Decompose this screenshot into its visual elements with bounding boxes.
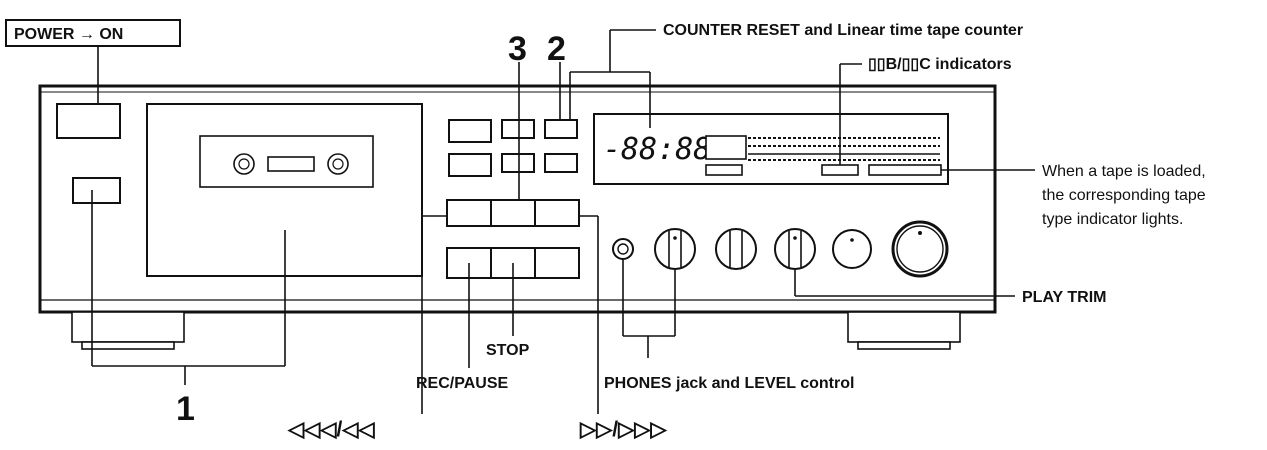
step-2-label: 2 <box>547 30 566 68</box>
balance-knob[interactable] <box>832 229 872 269</box>
power-on-label: POWER → ON <box>14 26 123 43</box>
function-button-6[interactable] <box>544 153 578 173</box>
cassette-compartment[interactable] <box>146 103 423 277</box>
transport-button-6[interactable] <box>534 247 580 279</box>
fast-forward-button[interactable] <box>534 199 580 227</box>
phones-level-knob[interactable] <box>654 228 696 270</box>
tape-note-line-2: the corresponding tape <box>1042 187 1206 204</box>
transport-buttons <box>446 199 580 279</box>
phones-level-label: PHONES jack and LEVEL control <box>604 375 854 392</box>
counter-reset-label: COUNTER RESET and Linear time tape count… <box>663 22 1023 39</box>
function-button-grid <box>448 119 578 177</box>
phones-jack[interactable] <box>612 238 634 260</box>
play-trim-knob[interactable] <box>774 228 816 270</box>
power-button[interactable] <box>56 103 121 139</box>
stop-label: STOP <box>486 342 530 359</box>
rewind-button[interactable] <box>446 199 492 227</box>
play-button[interactable] <box>490 199 536 227</box>
step-3-label: 3 <box>508 30 527 68</box>
eject-button[interactable] <box>72 177 121 204</box>
play-trim-label: PLAY TRIM <box>1022 289 1106 306</box>
rec-pause-label: REC/PAUSE <box>416 375 508 392</box>
display-panel: -88:88 <box>593 113 949 185</box>
counter-readout: -88:88 <box>603 132 711 167</box>
leader-lines <box>91 29 1035 414</box>
input-level-knob[interactable] <box>891 220 949 278</box>
counter-reset-button[interactable] <box>544 119 578 139</box>
rec-level-knob-left[interactable] <box>715 228 757 270</box>
step-1-label: 1 <box>176 390 195 428</box>
power-on-label-box <box>5 19 181 47</box>
tape-note: When a tape is loaded, the corresponding… <box>1042 163 1206 228</box>
tape-type-indicator-c <box>868 164 942 176</box>
function-button-4[interactable] <box>448 153 492 177</box>
tape-note-line-3: type indicator lights. <box>1042 211 1183 228</box>
left-foot <box>71 311 185 350</box>
tape-type-indicators-label: ▯▯B/▯▯C indicators <box>868 56 1012 73</box>
rewind-symbols-label: ◁◁◁/◁◁ <box>287 418 375 441</box>
tape-type-indicator-b <box>821 164 859 176</box>
ffwd-symbols-label: ▷▷/▷▷▷ <box>579 418 667 441</box>
function-button-5[interactable] <box>501 153 535 173</box>
function-button-1[interactable] <box>448 119 492 143</box>
tape-note-line-1: When a tape is loaded, <box>1042 163 1206 180</box>
right-foot <box>847 311 961 350</box>
function-button-2[interactable] <box>501 119 535 139</box>
